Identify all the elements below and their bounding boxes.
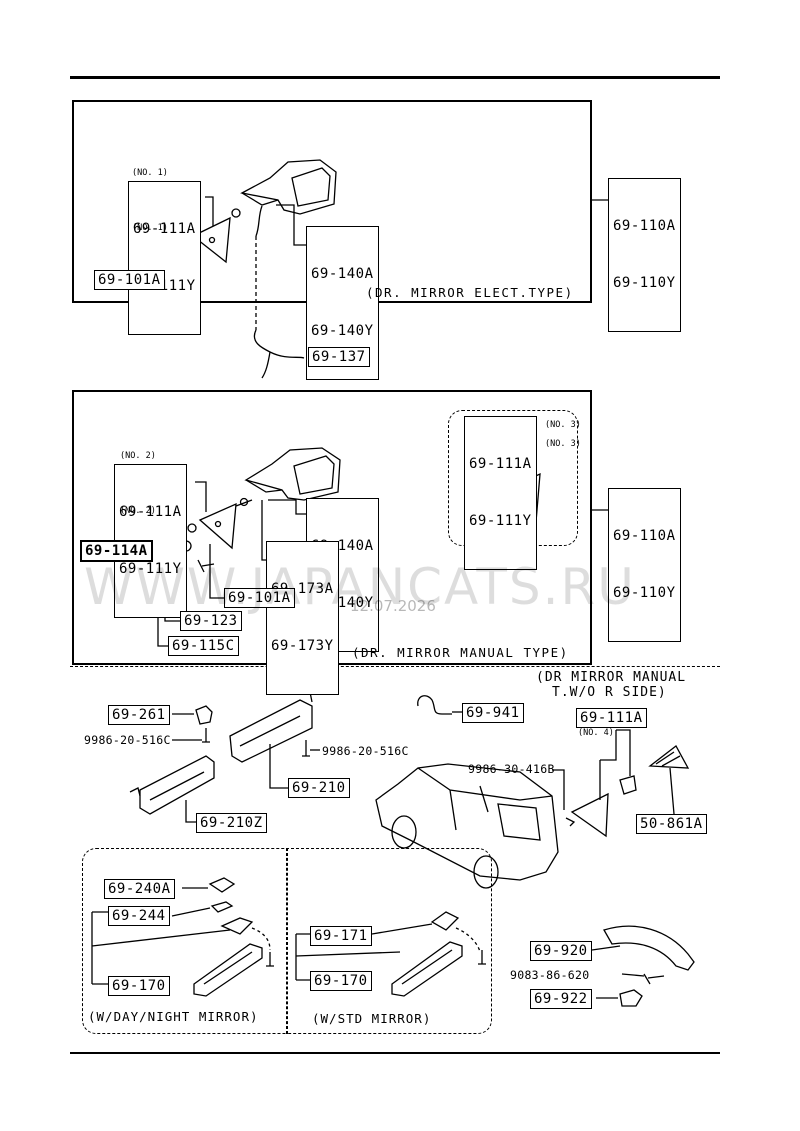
bottom-header-line1: (DR MIRROR MANUAL	[536, 670, 687, 685]
screw-cover-label: 9986-30-416B	[468, 762, 555, 776]
grip-label: 69-920	[530, 941, 592, 961]
dn-mirror-label: 69-170	[108, 976, 170, 996]
std-caption: (W/STD MIRROR)	[312, 1011, 432, 1026]
screw-left-label: 9986-20-516C	[84, 733, 171, 747]
visor-right-label: 69-210	[288, 778, 350, 798]
visor-left	[139, 755, 215, 815]
elect-mirror-body-a: 69-140A	[311, 266, 374, 282]
elect-cover-part-box: 69-111A 69-111Y	[128, 181, 201, 335]
manual-clip-label: 69-123	[180, 611, 242, 631]
screw-visor-label: 9986-20-516C	[322, 744, 409, 758]
std-mirror	[391, 941, 463, 997]
inset-cover-y: 69-111Y	[469, 513, 532, 529]
manual-mirror-housing	[244, 447, 341, 501]
elect-mirror-glass	[291, 167, 331, 207]
dn-base-label: 69-240A	[104, 879, 175, 899]
manual-knob-label: 69-114A	[80, 540, 153, 562]
inset-cover-a: 69-111A	[469, 456, 532, 472]
elect-cover-note-upper: (NO. 1)	[132, 168, 168, 178]
inset-note-lower: (NO. 3)	[545, 439, 581, 449]
dn-base	[208, 877, 236, 893]
inset-cover-box: 69-111A 69-111Y	[464, 416, 537, 570]
grip-cap	[619, 989, 643, 1007]
dn-cover-label: 69-244	[108, 906, 170, 926]
std-mirror-label: 69-170	[310, 971, 372, 991]
visor-left-label: 69-210Z	[196, 813, 267, 833]
elect-assembly-a: 69-110A	[613, 218, 676, 234]
dn-mirror-mount	[220, 917, 254, 935]
cover-bottom-note: (NO. 4)	[578, 728, 614, 738]
manual-assembly-a: 69-110A	[613, 528, 676, 544]
manual-cover-note-upper: (NO. 2)	[120, 451, 156, 461]
holder-label: 69-261	[108, 705, 170, 725]
bottom-header-line2: T.W/O R SIDE)	[552, 685, 667, 700]
clamp	[417, 695, 452, 715]
elect-assembly-y: 69-110Y	[613, 275, 676, 291]
elect-caption: (DR. MIRROR ELECT.TYPE)	[366, 285, 574, 300]
manual-screw-label: 69-101A	[224, 588, 295, 608]
manual-caption: (DR. MIRROR MANUAL TYPE)	[352, 645, 569, 660]
watermark-date: 12.07.2026	[350, 597, 436, 615]
elect-mirror-body-y: 69-140Y	[311, 323, 374, 339]
manual-mirror-glass	[293, 455, 335, 495]
manual-cover-part-a: 69-111A	[119, 504, 182, 520]
cover-bottom	[570, 792, 609, 838]
visor-right	[229, 699, 313, 763]
elect-screw-label: 69-101A	[94, 270, 165, 290]
cover-bottom-label: 69-111A	[576, 708, 647, 728]
visor-holder	[195, 705, 213, 725]
dn-mirror	[193, 943, 263, 997]
manual-cap-label: 69-115C	[168, 636, 239, 656]
elect-cover-note-lower: (NO. 1)	[132, 223, 168, 233]
clamp-label: 69-941	[462, 703, 524, 723]
mark-label: 50-861A	[636, 814, 707, 834]
manual-assembly-y: 69-110Y	[613, 585, 676, 601]
screw-grip-label: 9083-86-620	[510, 968, 590, 982]
bottom-rule	[70, 1052, 720, 1054]
elect-cover-part-a: 69-111A	[133, 221, 196, 237]
manual-bracket-y: 69-173Y	[271, 638, 334, 654]
top-rule	[70, 76, 720, 79]
day-night-mirror-box	[82, 848, 288, 1034]
harness-label: 69-137	[308, 347, 370, 367]
manual-mirror-cover	[198, 502, 237, 550]
elect-mirror-cover	[191, 216, 231, 264]
std-mirror-box	[286, 848, 492, 1034]
manual-assembly-box: 69-110A 69-110Y	[608, 488, 681, 642]
elect-assembly-box: 69-110A 69-110Y	[608, 178, 681, 332]
std-base	[430, 911, 460, 931]
manual-cover-note-lower: (NO. 2)	[120, 506, 156, 516]
grip-cap-label: 69-922	[530, 989, 592, 1009]
watermark-text: WWW.JAPANCATS.RU	[84, 558, 636, 616]
std-base-label: 69-171	[310, 926, 372, 946]
car-body	[375, 763, 559, 881]
section-divider	[70, 666, 720, 667]
dn-caption: (W/DAY/NIGHT MIRROR)	[88, 1009, 259, 1024]
manual-mirror-screw	[197, 559, 215, 573]
inset-note-upper: (NO. 3)	[545, 420, 581, 430]
grip	[603, 925, 695, 971]
mark-triangle	[648, 745, 690, 769]
manual-cover-part-y: 69-111Y	[119, 561, 182, 577]
